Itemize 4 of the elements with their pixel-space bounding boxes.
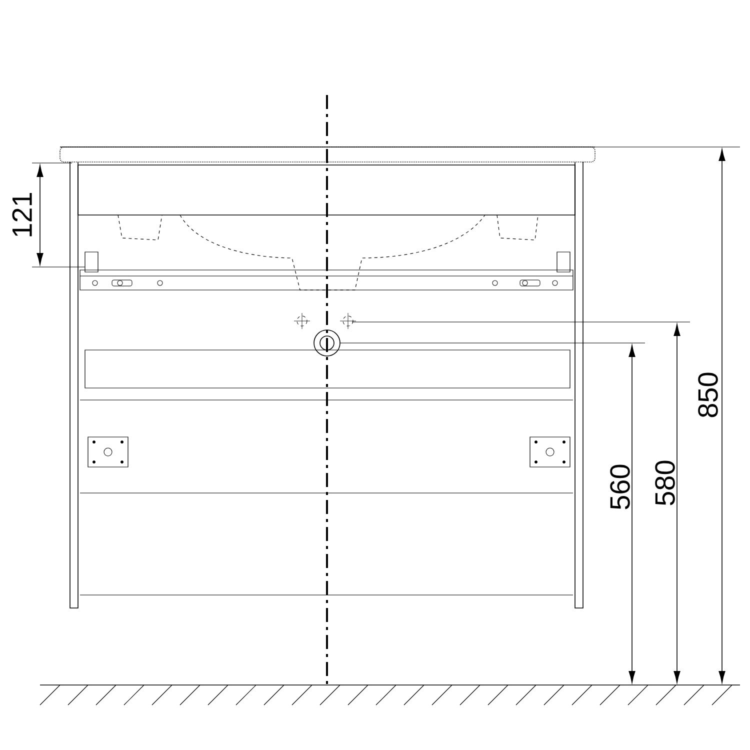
dimension-label: 580 [655,460,675,506]
dimension-label: 121 [12,193,32,236]
dimension-label: 560 [610,464,630,510]
dimension-label: 850 [698,372,718,418]
